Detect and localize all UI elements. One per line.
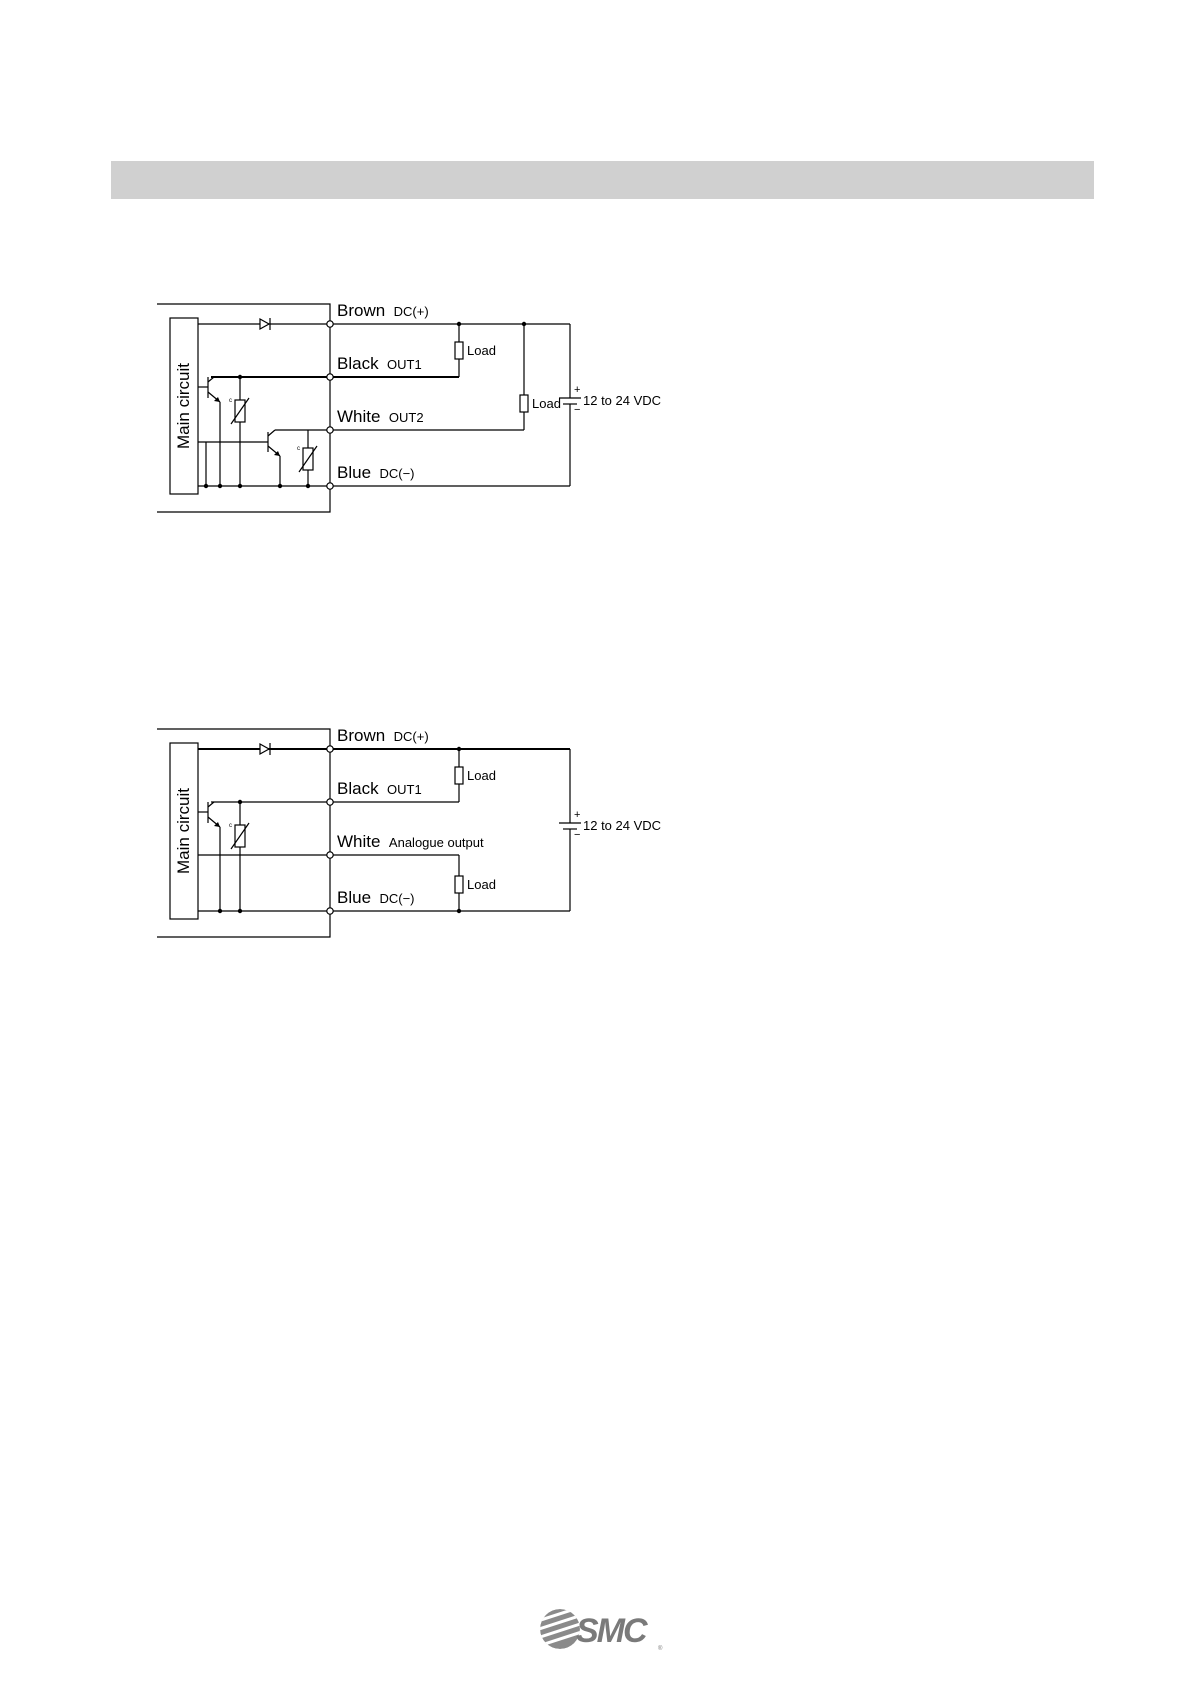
load-2-label: Load [532,396,561,411]
supply-plus-sign: + [574,384,580,396]
load-1-icon [455,322,463,377]
surge-protection-zener-1-icon: c [229,802,249,911]
load-1-label: Load [467,343,496,358]
load-2-icon [455,855,463,913]
zener-mark-1: c [229,823,232,829]
smc-logo: SMC ® [538,1604,668,1656]
load-2-icon [520,322,528,430]
wire-label-blue: Blue DC(−) [337,463,415,482]
supply-voltage-label: 12 to 24 VDC [583,818,661,833]
main-circuit-label: Main circuit [174,363,193,449]
wiring-diagram-1-svg: Main circuit c [150,300,710,515]
load-2-label: Load [467,877,496,892]
terminal-brown [327,746,333,752]
wire-label-white: White OUT2 [337,407,424,426]
wire-label-black: Black OUT1 [337,779,422,798]
load-1-icon [455,747,463,802]
wire-label-white: White Analogue output [337,832,484,851]
wire-label-brown: Brown DC(+) [337,301,429,320]
load-1-label: Load [467,768,496,783]
smc-logo-text: SMC [576,1612,648,1650]
output-transistor-1-icon [198,802,220,911]
reverse-protection-diode-icon [260,318,270,330]
terminal-blue [327,483,333,489]
terminal-black [327,799,333,805]
wire-label-brown: Brown DC(+) [337,726,429,745]
wiring-diagram-2-svg: Main circuit c [150,725,710,940]
supply-minus-sign: − [574,404,580,416]
wire-label-black: Black OUT1 [337,354,422,373]
wiring-diagram-analogue-output: Main circuit c [150,725,710,940]
zener-mark-2: c [297,446,300,452]
wire-label-blue: Blue DC(−) [337,888,415,907]
supply-minus-sign: − [574,829,580,841]
surge-protection-zener-2-icon: c [297,430,317,486]
wiring-diagram-switch-outputs: Main circuit c [150,300,710,515]
registered-mark: ® [658,1645,663,1652]
surge-protection-zener-1-icon: c [229,377,249,486]
reverse-protection-diode-icon [260,743,270,755]
smc-logo-icon: SMC ® [538,1604,668,1656]
output-transistor-1-icon [198,377,220,486]
terminal-brown [327,321,333,327]
zener-mark-1: c [229,398,232,404]
terminal-black [327,374,333,380]
terminal-blue [327,908,333,914]
output-transistor-2-icon [268,430,280,486]
supply-plus-sign: + [574,809,580,821]
terminal-white [327,427,333,433]
supply-voltage-label: 12 to 24 VDC [583,393,661,408]
main-circuit-label: Main circuit [174,788,193,874]
terminal-white [327,852,333,858]
section-header-band [111,161,1094,199]
